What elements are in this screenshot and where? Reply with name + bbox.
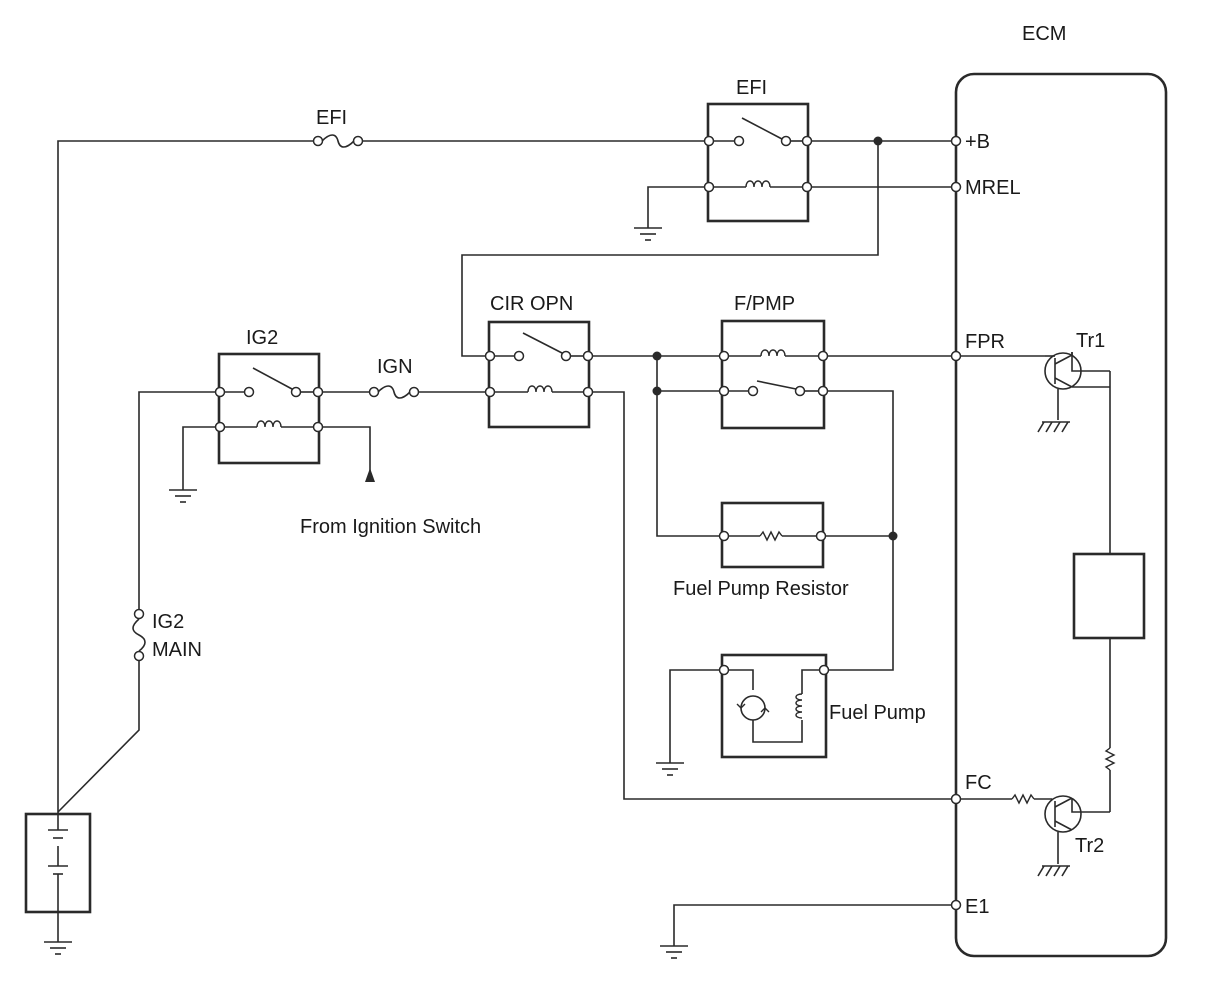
efi-fuse-label: EFI — [316, 107, 347, 129]
efi-fuse: EFI — [312, 107, 364, 148]
ignition-switch-wire — [322, 426, 371, 474]
ig2-relay-label: IG2 — [246, 327, 278, 349]
fpmp-to-pump-wire — [827, 390, 894, 671]
ecm-control-block — [1072, 552, 1146, 640]
fuel-pump: Fuel Pump — [718, 653, 926, 759]
tr1-transistor: Tr1 — [1044, 330, 1110, 390]
pin-e1-label: E1 — [965, 896, 989, 918]
fpmp-relay: F/PMP — [718, 293, 829, 430]
fuel-pump-resistor-label: Fuel Pump Resistor — [673, 578, 849, 600]
pin-b-label: +B — [965, 131, 990, 153]
b-to-cir-opn-wire — [461, 141, 879, 357]
ign-fuse-label: IGN — [377, 356, 413, 378]
pump-motor-icon — [740, 695, 766, 721]
fc-resistor-icon — [1011, 793, 1035, 805]
tr1-label: Tr1 — [1076, 330, 1105, 352]
efi-relay-coil-icon — [745, 180, 771, 188]
pin-b-terminal — [950, 135, 962, 147]
battery-efi-wire — [57, 140, 314, 814]
pin-fc-label: FC — [965, 772, 992, 794]
ig2-main-label-line1: IG2 — [152, 611, 184, 633]
ecm-block: ECM — [954, 23, 1168, 958]
pump-ground-icon — [656, 762, 684, 776]
pin-fpr-label: FPR — [965, 331, 1005, 353]
pin-mrel-terminal — [950, 181, 962, 193]
from-ignition-switch-label: From Ignition Switch — [300, 516, 481, 538]
battery-ig2main-wire — [57, 660, 140, 813]
e1-ground-wire — [673, 904, 951, 946]
tr2-label: Tr2 — [1075, 835, 1104, 857]
tr2-ground-icon — [1037, 865, 1070, 877]
ig2-relay-ground-icon — [169, 489, 197, 503]
fpmp-relay-label: F/PMP — [734, 293, 795, 315]
pump-ground-wire — [669, 669, 720, 763]
cir-opn-relay-coil-icon — [527, 385, 553, 393]
battery — [24, 812, 92, 942]
fuel-pump-resistor: Fuel Pump Resistor — [673, 501, 849, 600]
ig2-main-to-ig2-wire — [138, 391, 215, 609]
pin-fpr-terminal — [950, 350, 962, 362]
cir-opn-relay: CIR OPN — [484, 293, 594, 429]
efi-relay: EFI — [703, 77, 813, 223]
ig2-relay: IG2 — [214, 327, 324, 465]
efi-relay-label: EFI — [736, 77, 767, 99]
ig2-main-fuse: IG2 MAIN — [132, 608, 202, 662]
ign-fuse: IGN — [368, 356, 420, 399]
ig2-relay-coil-icon — [256, 420, 282, 428]
fpmp-relay-coil-icon — [760, 349, 786, 357]
pump-coil-icon — [795, 693, 803, 719]
pin-e1-terminal — [950, 899, 962, 911]
pin-fc-terminal — [950, 793, 962, 805]
fpmp-bypass-wire — [656, 356, 720, 537]
ecm-label: ECM — [1022, 23, 1066, 45]
fuel-pump-label: Fuel Pump — [829, 702, 926, 724]
tr1-ground-icon — [1037, 421, 1070, 433]
ecm-resistor-icon — [1104, 747, 1116, 771]
battery-ground-icon — [44, 941, 72, 955]
pin-mrel-label: MREL — [965, 177, 1021, 199]
tr2-transistor: Tr2 — [1044, 795, 1110, 857]
efi-relay-ground-icon — [634, 227, 662, 241]
ecm-outline — [954, 72, 1168, 958]
cir-opn-to-fc-wire — [592, 391, 951, 800]
resistor-zigzag-icon — [759, 530, 783, 542]
cir-opn-relay-label: CIR OPN — [490, 293, 573, 315]
e1-ground-icon — [660, 945, 688, 959]
ignition-arrow-icon — [365, 468, 375, 482]
ig2-main-label-line2: MAIN — [152, 639, 202, 661]
